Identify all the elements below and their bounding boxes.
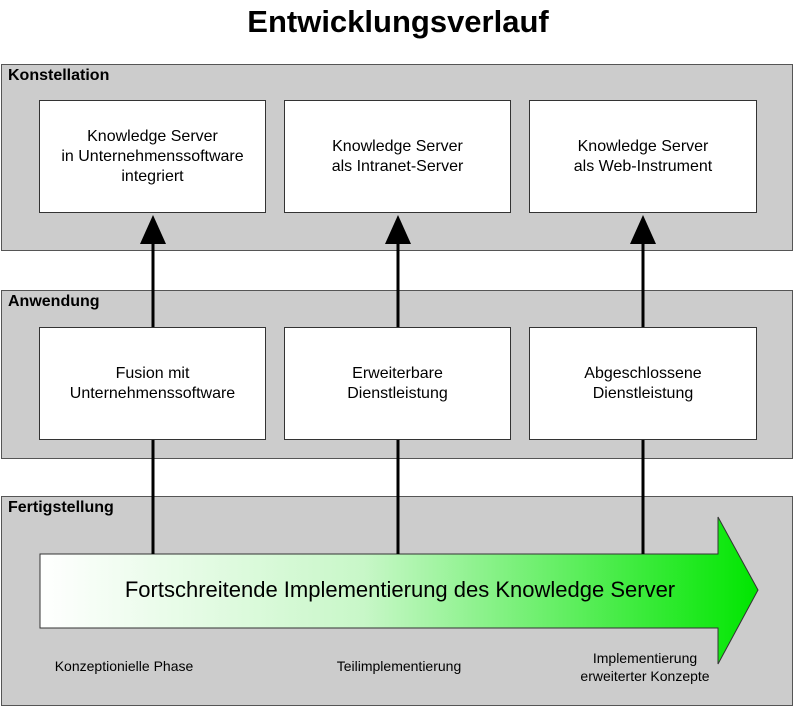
- box-anwendung-1-line-2: Unternehmenssoftware: [69, 384, 236, 402]
- box-anwendung-1: Fusion mit Unternehmenssoftware: [39, 327, 266, 440]
- box-konstellation-1: Knowledge Server in Unternehmenssoftware…: [39, 100, 266, 213]
- box-anwendung-2-line-1: Erweiterbare: [352, 364, 443, 382]
- box-anwendung-2-line-2: Dienstleistung: [347, 384, 448, 402]
- arrowhead-up-2: [385, 215, 411, 244]
- box-anwendung-3-line-2: Dienstleistung: [592, 384, 694, 402]
- box-anwendung-3-line-1: Abgeschlossene: [584, 364, 702, 382]
- box-konstellation-3-line-2: als Web-Instrument: [573, 157, 713, 175]
- box-konstellation-2: Knowledge Server als Intranet-Server: [284, 100, 511, 213]
- diagram-title: Entwicklungsverlauf: [247, 4, 549, 39]
- box-anwendung-2: Erweiterbare Dienstleistung: [284, 327, 511, 440]
- box-anwendung-3: Abgeschlossene Dienstleistung: [529, 327, 757, 440]
- box-konstellation-3-line-1: Knowledge Server: [577, 137, 709, 155]
- phase-caption-3-line-2: erweiterter Konzepte: [580, 668, 710, 684]
- box-konstellation-1-line-1: Knowledge Server: [87, 127, 218, 145]
- arrowhead-up-1: [140, 215, 166, 244]
- box-konstellation-1-line-2: in Unternehmenssoftware: [61, 147, 244, 165]
- phase-caption-3: Implementierung erweiterter Konzepte: [560, 649, 730, 685]
- progress-arrow-label: Fortschreitende Implementierung des Know…: [124, 577, 676, 602]
- band-label-fertigstellung: Fertigstellung: [8, 499, 114, 516]
- box-anwendung-1-line-1: Fusion mit: [115, 364, 190, 382]
- phase-caption-2: Teilimplementierung: [336, 658, 462, 674]
- progress-arrow-shape: [39, 516, 759, 665]
- phase-caption-3-line-1: Implementierung: [592, 650, 698, 666]
- box-konstellation-3: Knowledge Server als Web-Instrument: [529, 100, 757, 213]
- box-konstellation-2-line-2: als Intranet-Server: [331, 157, 464, 175]
- band-label-anwendung: Anwendung: [8, 293, 100, 310]
- band-label-konstellation: Konstellation: [8, 67, 110, 84]
- box-konstellation-2-line-1: Knowledge Server: [332, 137, 463, 155]
- phase-caption-1: Konzeptionielle Phase: [54, 658, 194, 674]
- box-konstellation-1-line-3: integriert: [121, 167, 184, 185]
- arrowhead-up-3: [630, 215, 656, 244]
